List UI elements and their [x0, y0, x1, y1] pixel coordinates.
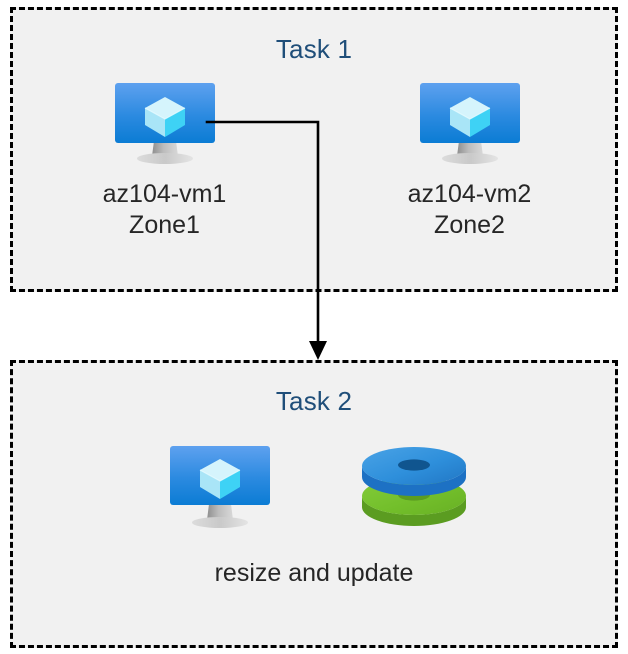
node-label-az104-vm2: az104-vm2 Zone2 — [407, 180, 532, 239]
task2-title: Task 2 — [275, 386, 353, 416]
node-az104-vm2[interactable]: az104-vm2 Zone2 — [357, 78, 582, 241]
node-label-az104-vm1: az104-vm1 Zone1 — [102, 180, 227, 239]
azure-virtual-machine-icon — [110, 78, 220, 168]
task2-action-label: resize and update — [214, 559, 414, 587]
task1-title: Task 1 — [275, 34, 353, 64]
task2-container: Task 2 — [10, 360, 618, 648]
azure-virtual-machine-icon[interactable] — [165, 440, 275, 535]
node-az104-vm1[interactable]: az104-vm1 Zone1 — [52, 78, 277, 241]
blue-disk — [362, 447, 466, 496]
task2-icon-row — [140, 440, 470, 535]
azure-disks-icon[interactable] — [358, 440, 470, 535]
arrowhead-icon — [309, 341, 327, 360]
azure-virtual-machine-icon — [415, 78, 525, 168]
